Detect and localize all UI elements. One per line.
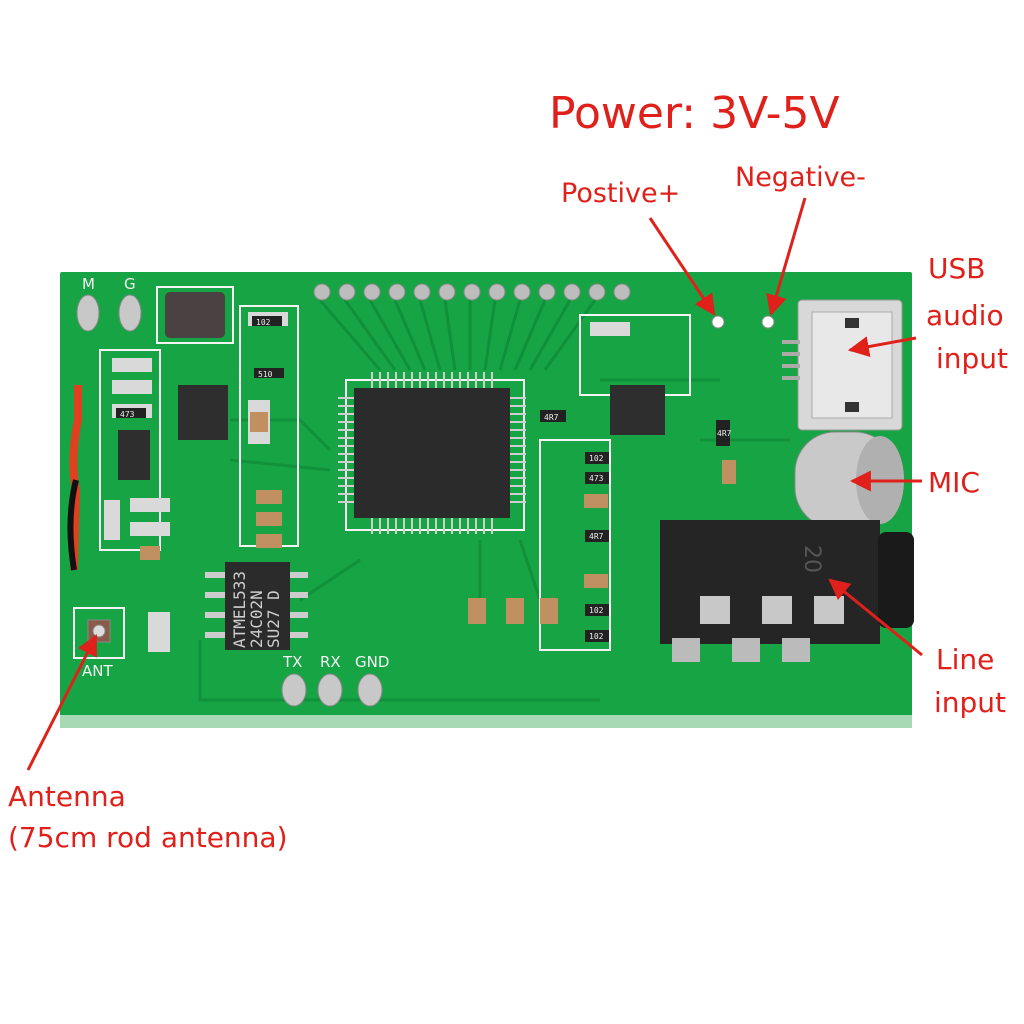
resistor-code: 102 (256, 318, 271, 327)
silk-gnd-label: GND (355, 653, 389, 671)
eeprom-marking-line1: ATMEL533 (230, 571, 249, 648)
resistor-code: 4R7 (717, 429, 732, 438)
jack-marking: 20 (799, 545, 824, 573)
antenna-wire-red (69, 385, 82, 571)
resistor-code: 102 (589, 632, 604, 641)
resistor-code: 102 (589, 606, 604, 615)
usb-arrow (847, 336, 917, 357)
eeprom-chip: ATMEL533 24C02N SU27 D (205, 562, 308, 650)
usb-label-line1: USB (928, 252, 985, 285)
resistor-code: 473 (589, 474, 604, 483)
pcb-traces (198, 299, 790, 702)
header-pins (313, 283, 631, 301)
power-title: Power: 3V-5V (549, 88, 840, 139)
antenna-label-line2: (75cm rod antenna) (8, 821, 288, 854)
antenna-arrow (26, 634, 98, 771)
mic-label: MIC (928, 466, 980, 499)
smd-components: 473 102 510 4R7 102 473 4R7 102 102 4R7 (104, 312, 736, 652)
silk-rx-label: RX (320, 653, 341, 671)
eeprom-marking-line3: SU27 D (264, 590, 283, 648)
resistor-code: 4R7 (544, 413, 559, 422)
transistor (118, 430, 150, 480)
resistor-code: 473 (120, 410, 135, 419)
resistor-code: 510 (258, 370, 273, 379)
negative-arrow (766, 197, 807, 317)
silk-m-label: M (82, 275, 95, 293)
silk-ant-label: ANT (82, 662, 113, 680)
usb-label-line3: input (936, 342, 1008, 375)
crystal-oscillator (165, 292, 225, 338)
ic-8027 (178, 385, 228, 440)
silk-tx-label: TX (282, 653, 302, 671)
eeprom-marking-line2: 24C02N (247, 590, 266, 648)
pcb-board: M G ANT TX RX GND (60, 272, 914, 728)
positive-label: Postive+ (561, 178, 680, 209)
antenna-wire-black (67, 479, 79, 571)
line-input-label-line1: Line (936, 643, 994, 676)
main-mcu-chip (338, 372, 526, 534)
ic-amplifier (610, 385, 665, 435)
silk-g-label: G (124, 275, 136, 293)
resistor-code: 102 (589, 454, 604, 463)
negative-label: Negative- (735, 162, 866, 193)
usb-label-line2: audio (926, 299, 1004, 332)
annotation-arrows (26, 197, 923, 771)
antenna-label-line1: Antenna (8, 780, 126, 813)
audio-jack-3-5mm: 20 (660, 520, 914, 662)
line-input-label-line2: input (934, 686, 1006, 719)
line-input-arrow (828, 578, 923, 657)
solder-pads (76, 294, 775, 707)
positive-arrow (648, 217, 716, 316)
micro-usb-connector (782, 299, 903, 431)
resistor-code: 4R7 (589, 532, 604, 541)
